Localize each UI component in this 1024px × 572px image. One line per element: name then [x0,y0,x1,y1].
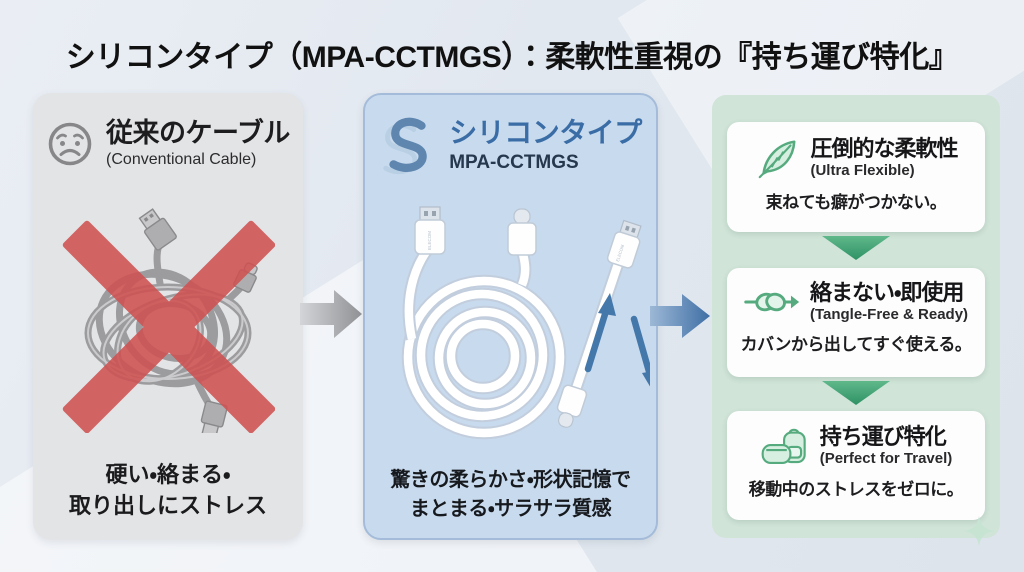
caption-line: 硬い・絡まる・ [105,462,231,488]
panel-subtitle: (Conventional Cable) [106,150,257,168]
benefit-description: 束ねても癖がつかない。 [765,193,947,212]
panel-title: 従来のケーブル [106,118,290,148]
benefit-description: 移動中のストレスをゼロに。 [748,480,964,499]
sad-face-icon [46,120,94,168]
panel-title: シリコンタイプ [449,117,642,149]
benefit-subtitle: (Tangle-Free & Ready) [809,306,969,324]
tangled-cable-illustration [61,205,276,439]
benefit-card-flexibility: 圧倒的な柔軟性 (Ultra Flexible) 束ねても癖がつかない。 [727,122,985,232]
brand-label: ELECOM [614,243,624,262]
benefit-subtitle: (Perfect for Travel) [819,450,953,468]
panel-header: シリコンタイプ MPA-CCTMGS [365,117,656,175]
brand-label: ELECOM [427,231,432,250]
feather-icon [754,135,800,181]
benefit-card-travel: 持ち運び特化 (Perfect for Travel) 移動中のストレスをゼロに… [727,411,985,520]
panel-caption: 硬い・絡まる・ 取り出しにストレス [33,460,303,522]
down-arrow-icon [822,236,890,260]
silicone-s-logo-icon [379,117,437,175]
benefit-description: カバンから出してすぐ使える。 [740,335,972,355]
travel-bag-icon [760,424,810,468]
silicone-type-panel: シリコンタイプ MPA-CCTMGS [363,93,659,540]
right-arrow-icon [650,289,712,343]
caption-line: まとまる・サラサラ質感 [409,498,612,520]
benefit-subtitle: (Ultra Flexible) [810,162,915,180]
sparkle-icon [964,516,994,546]
benefit-title: 持ち運び特化 [819,423,947,449]
model-number: MPA-CCTMGS [449,151,579,173]
page-title: シリコンタイプ（MPA-CCTMGS）：柔軟性重視の『持ち運び特化』 [65,41,959,75]
benefits-panel: 圧倒的な柔軟性 (Ultra Flexible) 束ねても癖がつかない。 [712,95,1000,546]
benefit-card-tangle-free: 絡まない・即使用 (Tangle-Free & Ready) カバンから出してす… [727,268,985,377]
right-arrow-icon [300,284,364,344]
panel-caption: 驚きの柔らかさ・形状記憶で まとまる・サラサラ質感 [365,466,656,524]
caption-line: 驚きの柔らかさ・形状記憶で [390,469,631,491]
caption-line: 取り出しにストレス [68,493,267,519]
conventional-cable-panel: 従来のケーブル (Conventional Cable) [33,93,303,540]
down-arrow-icon [822,381,890,405]
benefit-title: 圧倒的な柔軟性 [810,135,958,161]
knot-icon [744,282,800,322]
silicone-cable-illustration: ELECOM ELECOM [372,199,659,452]
panel-header: 従来のケーブル (Conventional Cable) [33,118,303,169]
benefit-title: 絡まない・即使用 [809,280,964,305]
red-cross-mark [62,220,276,434]
